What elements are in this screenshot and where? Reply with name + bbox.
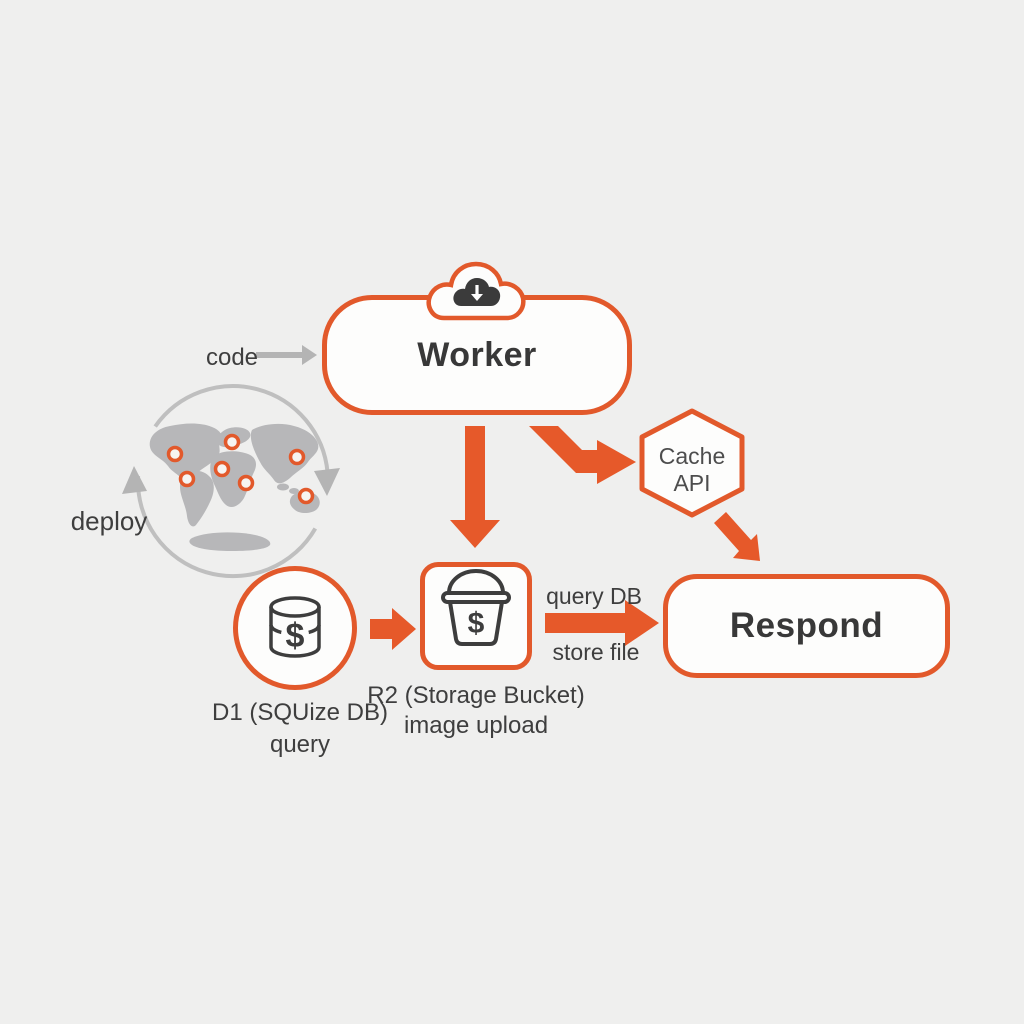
- location-marker-icon: [223, 433, 241, 451]
- arrow-worker-to-cache: [529, 426, 636, 484]
- arrow-d1-to-r2: [370, 608, 416, 650]
- flow-arrows: [370, 426, 760, 650]
- ring-arrowhead-up-icon: [122, 466, 147, 494]
- location-marker-icon: [178, 470, 196, 488]
- code-arrow-icon: [256, 345, 317, 365]
- worker-label: Worker: [417, 335, 537, 374]
- query-db-label: query DB: [546, 583, 642, 609]
- respond-node: Respond: [663, 574, 950, 678]
- r2-node: $: [420, 562, 532, 670]
- cache-api-label: Cache API: [658, 443, 726, 496]
- d1-caption: D1 (SQUize DB) query: [211, 699, 389, 758]
- location-marker-icon: [166, 445, 184, 463]
- location-marker-icon: [288, 448, 306, 466]
- location-marker-icon: [213, 460, 231, 478]
- world-map-icon: [122, 384, 340, 579]
- cache-api-hexagon: [639, 408, 745, 518]
- cloud-deploy-icon: [426, 261, 526, 321]
- arrow-cache-to-respond: [714, 512, 760, 561]
- database-dollar-icon: $: [269, 596, 321, 658]
- arrow-worker-to-r2: [450, 426, 500, 548]
- respond-label: Respond: [729, 606, 884, 645]
- svg-text:$: $: [286, 617, 305, 655]
- deploy-ring-arc: [153, 384, 330, 473]
- r2-caption: R2 (Storage Bucket) image upload: [367, 682, 585, 739]
- store-file-label: store file: [552, 639, 640, 665]
- ring-arrowhead-down-icon: [314, 468, 340, 496]
- deploy-ring-arc: [136, 475, 318, 579]
- location-markers: [166, 433, 315, 505]
- location-marker-icon: [297, 487, 315, 505]
- deploy-label: deploy: [70, 506, 148, 536]
- arrow-r2-to-respond: [545, 600, 659, 646]
- location-marker-icon: [237, 474, 255, 492]
- bucket-dollar-icon: $: [441, 569, 511, 646]
- svg-text:$: $: [468, 607, 485, 640]
- d1-node: $: [233, 566, 357, 690]
- code-label: code: [205, 344, 259, 371]
